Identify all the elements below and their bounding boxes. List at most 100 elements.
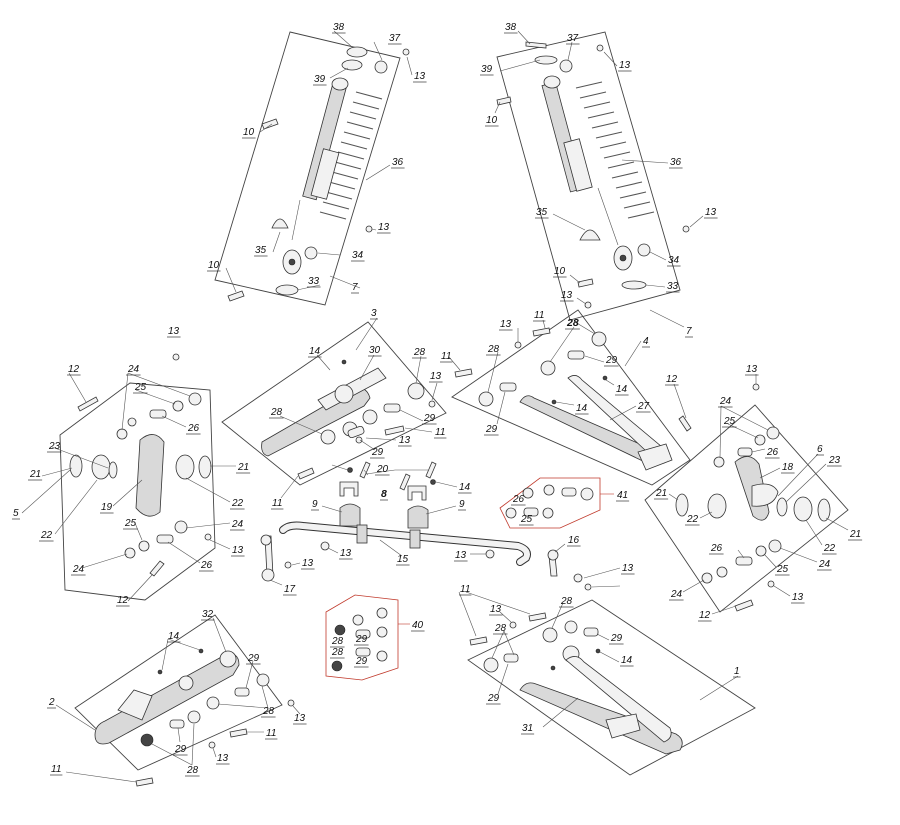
label-13: 13 xyxy=(705,207,717,218)
bearing-22-f-left xyxy=(707,493,727,519)
label-28: 28 xyxy=(566,317,579,329)
label-29: 29 xyxy=(610,633,623,644)
bushing-28-e-right xyxy=(591,331,607,347)
washer-33-left xyxy=(275,284,299,296)
sleeve-26-f-bottom xyxy=(735,556,753,566)
buffer-35-right xyxy=(579,229,601,241)
kit40-sleeve-b xyxy=(355,629,371,639)
bolt-10-left-top xyxy=(261,118,279,130)
label-13: 13 xyxy=(168,326,180,337)
bolt-10-left-bottom xyxy=(227,290,245,302)
label-28: 28 xyxy=(270,407,283,418)
arm-30 xyxy=(261,387,371,457)
label-29: 29 xyxy=(371,447,384,458)
bushing-28-j xyxy=(256,673,270,687)
label-30: 30 xyxy=(369,345,381,356)
washer-38-left xyxy=(346,46,368,58)
label-21: 21 xyxy=(849,529,861,540)
nut-13-right-mid xyxy=(682,225,690,233)
knuckle-19 xyxy=(135,434,165,517)
label-11: 11 xyxy=(435,427,445,438)
coil-spring-36-right xyxy=(575,81,655,219)
label-13: 13 xyxy=(302,558,314,569)
label-34: 34 xyxy=(352,250,364,261)
label-11: 11 xyxy=(51,764,61,775)
bar-bushing-left xyxy=(356,524,368,544)
fitting-14-g-right xyxy=(430,479,436,485)
label-24: 24 xyxy=(818,559,831,570)
grease-fitting-14-e xyxy=(602,375,608,381)
label-33: 33 xyxy=(667,281,679,292)
label-38: 38 xyxy=(333,22,345,33)
nut-13-f-bottom xyxy=(767,580,775,588)
label-14: 14 xyxy=(459,482,471,493)
shock-absorber-group-left: 38 37 13 39 10 36 13 35 34 10 33 7 xyxy=(207,22,427,306)
bolt-20-c xyxy=(425,461,437,479)
bolt-12-c-top xyxy=(77,396,99,412)
link-16-top xyxy=(547,549,559,561)
label-22: 22 xyxy=(231,498,244,509)
label-2: 2 xyxy=(48,697,55,708)
arm-31 xyxy=(519,682,683,755)
label-24: 24 xyxy=(719,396,732,407)
label-17: 17 xyxy=(284,584,296,595)
bolt-10-right-top xyxy=(496,96,512,106)
nut-13-c-top xyxy=(172,353,180,361)
fitting-14-k xyxy=(595,648,601,654)
nut-13-c-bottom xyxy=(204,533,212,541)
label-13: 13 xyxy=(455,550,467,561)
bolt-11-d-lower xyxy=(297,467,315,480)
bushing-28-k-c xyxy=(483,657,499,673)
label-22: 22 xyxy=(686,514,699,525)
kit40-bushing-a xyxy=(334,624,346,636)
label-1: 1 xyxy=(734,666,740,677)
kit41-bushing-c xyxy=(580,487,594,501)
label-10: 10 xyxy=(486,115,498,126)
seal-21-f-left xyxy=(675,493,689,517)
kit40-bushing-d xyxy=(376,626,388,638)
label-13: 13 xyxy=(746,364,758,375)
label-9: 9 xyxy=(312,499,318,510)
label-13: 13 xyxy=(294,713,306,724)
kit40-bushing-f xyxy=(376,650,388,662)
label-13: 13 xyxy=(217,753,229,764)
bushing-25-c-bottom xyxy=(138,540,150,552)
label-13: 13 xyxy=(399,435,411,446)
bolt-12-f-top xyxy=(678,415,692,432)
label-21: 21 xyxy=(237,462,249,473)
label-26: 26 xyxy=(710,543,723,554)
nut-13-d-lower xyxy=(355,436,363,444)
sleeve-29-k-b xyxy=(503,653,519,663)
fitting-14-k-b xyxy=(550,665,556,671)
bushing-28-j-b xyxy=(206,696,220,710)
washer-24-c xyxy=(188,392,202,406)
nut-13-d xyxy=(428,400,436,408)
sleeve-29-j-b xyxy=(169,719,185,729)
bushing-34-left xyxy=(304,246,318,260)
label-29: 29 xyxy=(605,355,618,366)
bolt-10-right-bottom xyxy=(577,278,594,288)
arm-32-bracket xyxy=(117,689,153,721)
label-29: 29 xyxy=(174,744,187,755)
label-6: 6 xyxy=(817,444,823,455)
label-27: 27 xyxy=(637,401,650,412)
label-37: 37 xyxy=(389,33,401,44)
sleeve-29-d xyxy=(383,403,401,413)
bolt-11-e xyxy=(532,327,551,337)
label-12: 12 xyxy=(117,595,129,606)
washer-33-right xyxy=(621,280,647,290)
damper-body-left xyxy=(282,77,349,275)
label-37: 37 xyxy=(567,33,579,44)
label-26: 26 xyxy=(187,423,200,434)
washer-f-lower-b xyxy=(716,566,728,578)
label-13: 13 xyxy=(619,60,631,71)
bolt-11-d xyxy=(384,425,405,436)
kit41-sleeve-b xyxy=(523,507,539,517)
label-35: 35 xyxy=(255,245,267,256)
arm-31-plate xyxy=(605,713,641,739)
nut-13-g-d xyxy=(584,583,592,591)
seal-21-c-right xyxy=(198,455,212,479)
clamp-8-right xyxy=(407,485,427,501)
frame-6 xyxy=(644,404,849,613)
